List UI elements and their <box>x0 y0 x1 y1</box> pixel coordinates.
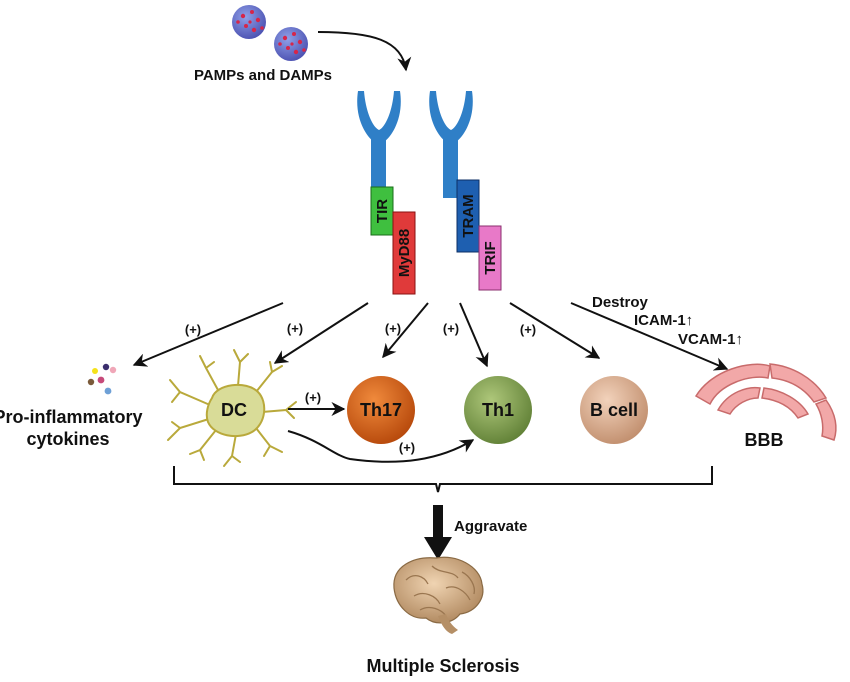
trif-label: TRIF <box>482 241 499 274</box>
arrow-to-cytokines <box>132 302 284 367</box>
plus-label-bcell: (+) <box>520 322 536 337</box>
pamps-damps-particles <box>232 5 308 61</box>
plus-label-th1: (+) <box>443 321 459 336</box>
bcell-label: B cell <box>590 400 638 420</box>
brain-icon <box>393 556 484 634</box>
dc-label: DC <box>221 400 247 420</box>
pamps-damps-label: PAMPs and DAMPs <box>194 67 332 84</box>
arrow-to-th1 <box>459 302 489 368</box>
arrow-to-th17 <box>382 302 429 359</box>
branch-arrows <box>132 302 729 371</box>
cytokine-dots <box>87 363 117 395</box>
stimulus-arrow <box>317 31 412 72</box>
dendritic-cell <box>167 349 297 467</box>
th17-label: Th17 <box>360 400 402 420</box>
aggravate-arrow <box>424 505 452 560</box>
cytokines-label-line1: Pro-inflammatory <box>0 407 143 427</box>
icam-label: ICAM-1↑ <box>634 312 693 329</box>
cytokines-label-line2: cytokines <box>26 429 109 449</box>
b-cell <box>580 376 648 444</box>
multiple-sclerosis-label: Multiple Sclerosis <box>366 656 519 676</box>
tlr-receptor-right <box>429 91 473 198</box>
th1-label: Th1 <box>482 400 514 420</box>
arrow-to-bcell <box>509 302 601 359</box>
tlr-receptor-left <box>357 91 401 198</box>
arrow-dc-to-th1 <box>287 430 475 463</box>
tir-box <box>370 186 394 236</box>
plus-label-dc: (+) <box>287 321 303 336</box>
th1-cell <box>464 376 532 444</box>
tram-label: TRAM <box>460 194 477 237</box>
plus-label-th17: (+) <box>385 321 401 336</box>
plus-label-cytokines: (+) <box>185 322 201 337</box>
myd88-label: MyD88 <box>396 229 413 277</box>
bbb-destroy-label: Destroy <box>592 294 649 311</box>
plus-label-dc-th1: (+) <box>399 440 415 455</box>
trif-box <box>478 225 502 291</box>
th17-cell <box>347 376 415 444</box>
arrow-to-dc <box>273 302 369 364</box>
vcam-label: VCAM-1↑ <box>678 331 743 348</box>
grouping-bracket <box>173 466 713 493</box>
bbb-icon <box>694 363 837 441</box>
bbb-label: BBB <box>745 430 784 450</box>
tir-label: TIR <box>374 199 391 223</box>
tram-box <box>456 179 480 253</box>
myd88-box <box>392 211 416 295</box>
plus-label-dc-th17: (+) <box>305 390 321 405</box>
aggravate-label: Aggravate <box>454 518 527 535</box>
arrow-to-bbb <box>570 302 729 371</box>
